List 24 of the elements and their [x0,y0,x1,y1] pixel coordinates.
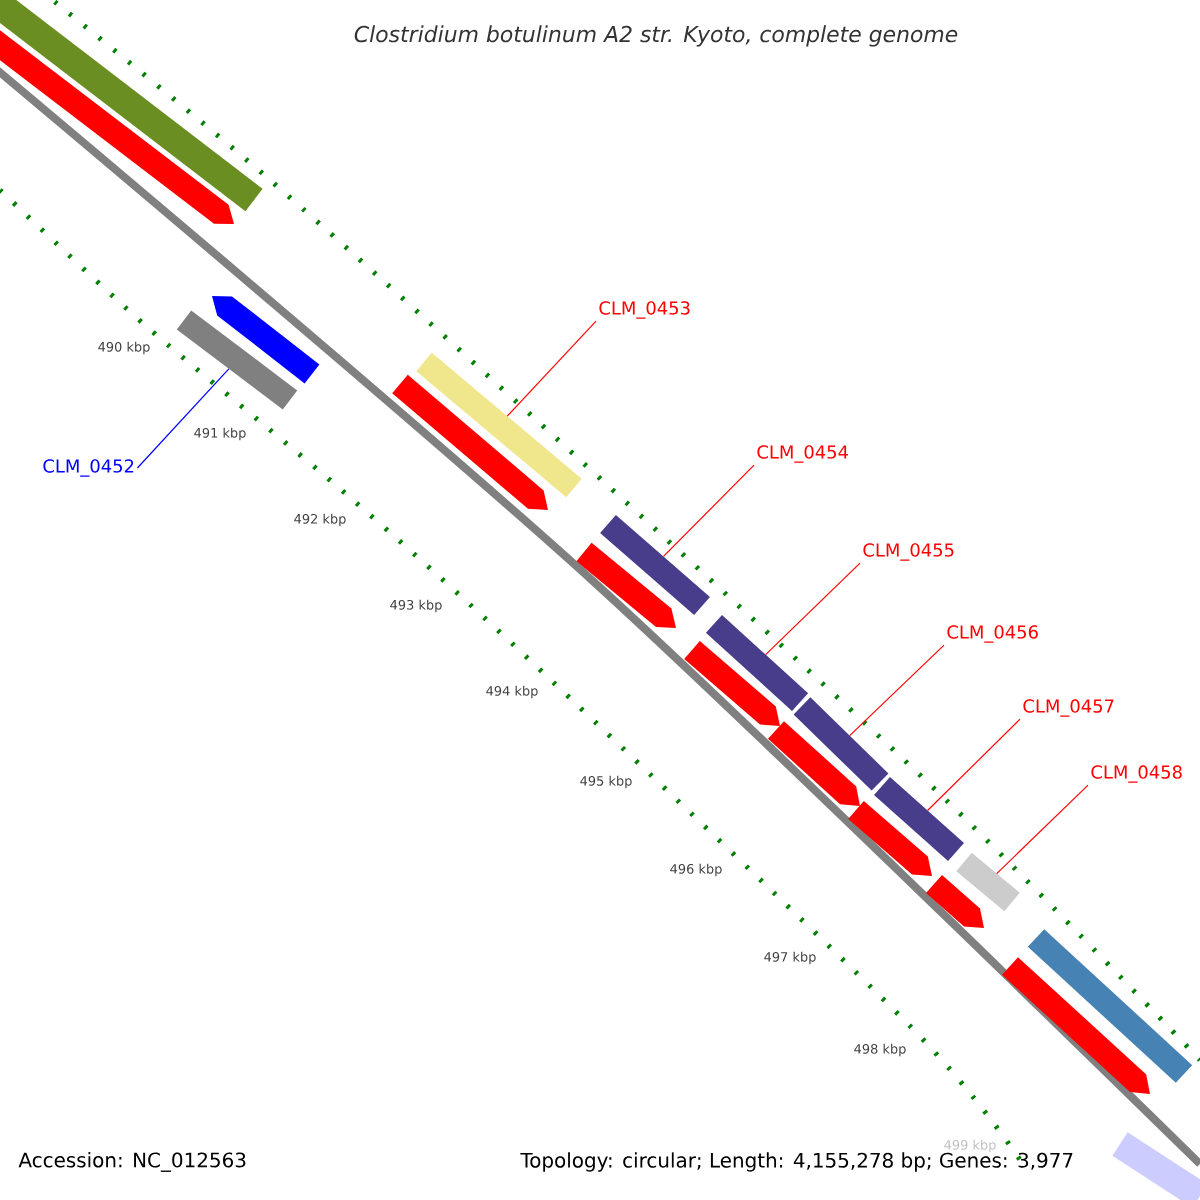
leader-line [926,718,1021,812]
gene-bar [176,310,298,410]
summary-text: Topology: circular; Length: 4,155,278 bp; Genes: 3,977 [520,1152,1073,1172]
gene-bar [705,615,809,711]
gene-label: CLM_0455 [863,543,954,561]
leader-line [996,784,1089,875]
gene-bar [600,514,710,616]
gene-label: CLM_0457 [1023,699,1114,717]
accession-text: Accession: NC_012563 [18,1152,246,1172]
leader-line [765,562,861,656]
gene-label: CLM_0458 [1091,765,1182,783]
gene-label: CLM_0456 [947,625,1038,643]
leader-line [849,644,945,737]
gene-bar [874,777,964,861]
gene-bar [956,852,1020,912]
gene-label: CLM_0453 [599,301,690,319]
gene-label: CLM_0452 [43,459,134,477]
gene-bar [793,697,889,791]
leader-line [136,368,230,469]
gene-label: CLM_0454 [757,445,848,463]
gene-bar [416,352,582,498]
leader-line [662,464,755,558]
title: Clostridium botulinum A2 str. Kyoto, complete genome [354,25,958,47]
leader-line [506,320,597,417]
